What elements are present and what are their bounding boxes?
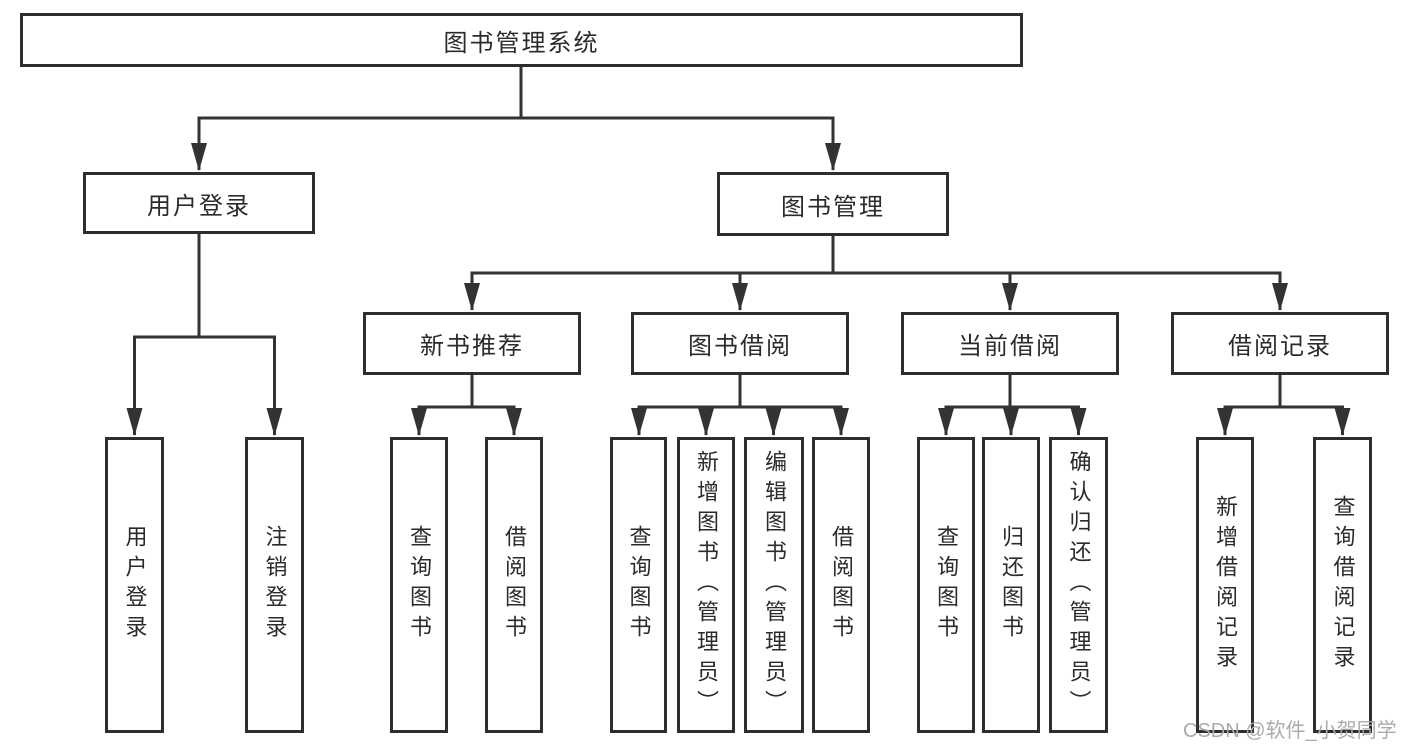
leaf-borrowing-edit-books-label: 编辑图书（管理员） <box>762 450 787 720</box>
leaf-records-query-record: 查询借阅记录 <box>1313 437 1372 733</box>
leaf-user-login: 用户登录 <box>105 437 164 733</box>
leaf-current-query-books-label: 查询图书 <box>934 525 959 645</box>
leaf-borrowing-query-books-label: 查询图书 <box>626 525 652 645</box>
node-user-login: 用户登录 <box>83 172 315 234</box>
leaf-current-confirm-return: 确认归还（管理员） <box>1049 437 1108 733</box>
node-current-borrowing: 当前借阅 <box>901 312 1119 375</box>
leaf-current-query-books: 查询图书 <box>917 437 975 733</box>
node-root: 图书管理系统 <box>20 13 1023 67</box>
node-new-book-recommend: 新书推荐 <box>363 312 581 375</box>
csdn-watermark: CSDN @软件_小贺同学 <box>1183 720 1397 742</box>
leaf-records-add-record: 新增借阅记录 <box>1196 437 1254 733</box>
leaf-logout: 注销登录 <box>245 437 304 733</box>
leaf-records-query-record-label: 查询借阅记录 <box>1330 495 1356 675</box>
node-book-borrowing: 图书借阅 <box>631 312 849 375</box>
leaf-borrowing-borrow-books-label: 借阅图书 <box>829 525 854 645</box>
node-borrowing-records: 借阅记录 <box>1171 312 1389 375</box>
leaf-recommend-query-books-label: 查询图书 <box>407 525 432 645</box>
leaf-recommend-borrow-books-label: 借阅图书 <box>502 525 527 645</box>
leaf-current-confirm-return-label: 确认归还（管理员） <box>1066 450 1092 720</box>
leaf-user-login-label: 用户登录 <box>122 525 148 645</box>
leaf-records-add-record-label: 新增借阅记录 <box>1213 495 1238 675</box>
leaf-borrowing-add-books-label: 新增图书（管理员） <box>694 450 719 720</box>
connector-arrows <box>126 118 1351 436</box>
leaf-borrowing-add-books: 新增图书（管理员） <box>677 437 735 733</box>
node-book-management: 图书管理 <box>717 172 949 236</box>
leaf-logout-label: 注销登录 <box>262 525 288 645</box>
leaf-borrowing-borrow-books: 借阅图书 <box>812 437 870 733</box>
leaf-recommend-borrow-books: 借阅图书 <box>485 437 543 733</box>
leaf-current-return-books: 归还图书 <box>982 437 1040 733</box>
leaf-borrowing-edit-books: 编辑图书（管理员） <box>744 437 804 733</box>
leaf-borrowing-query-books: 查询图书 <box>610 437 667 733</box>
leaf-current-return-books-label: 归还图书 <box>999 525 1024 645</box>
leaf-recommend-query-books: 查询图书 <box>390 437 448 733</box>
